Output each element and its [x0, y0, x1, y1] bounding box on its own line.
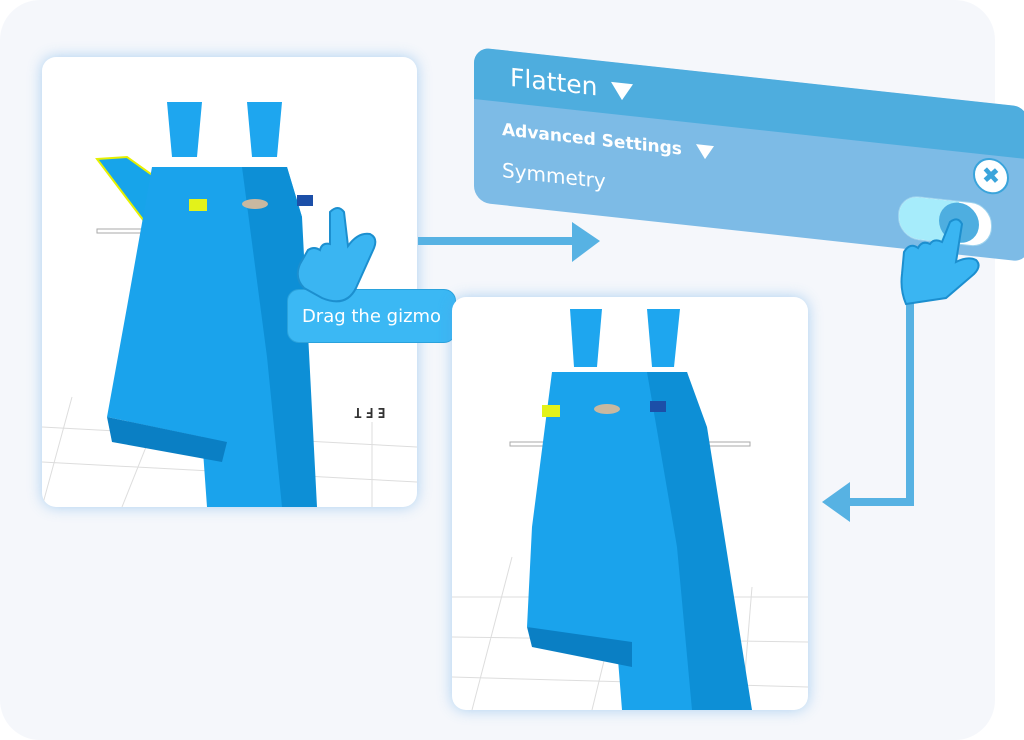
model-after	[452, 309, 808, 710]
arrow-down-left-icon	[822, 290, 914, 522]
arrow-right-icon	[418, 222, 600, 262]
model-before	[42, 102, 417, 507]
drag-gizmo-tooltip: Drag the gizmo	[287, 289, 456, 343]
pointer-hand-icon	[296, 207, 377, 303]
pointer-hand-icon	[900, 218, 980, 306]
viewport-after[interactable]	[452, 297, 808, 710]
